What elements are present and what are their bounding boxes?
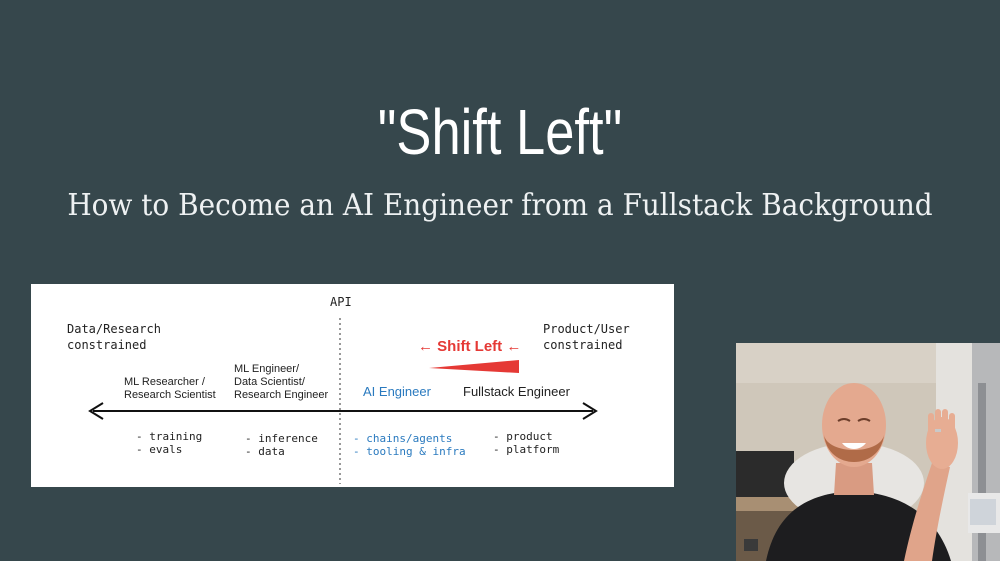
right-header-line2: constrained xyxy=(543,338,622,353)
shift-left-wedge-icon xyxy=(429,360,519,373)
slide-subtitle: How to Become an AI Engineer from a Full… xyxy=(35,186,965,226)
note-product: - product xyxy=(493,430,553,443)
note-platform: - platform xyxy=(493,443,559,456)
ml-engineer-line3: Research Engineer xyxy=(234,389,328,402)
left-header-line2: constrained xyxy=(67,338,146,353)
presenter-webcam-icon xyxy=(736,343,1000,561)
api-label: API xyxy=(330,295,352,310)
ml-researcher-line2: Research Scientist xyxy=(124,389,216,402)
note-tooling-infra: - tooling & infra xyxy=(353,445,466,458)
ml-engineer-line2: Data Scientist/ xyxy=(234,376,305,389)
presenter-webcam xyxy=(736,343,1000,561)
shift-left-label: ← Shift Left ← xyxy=(418,338,521,355)
note-training: - training xyxy=(136,430,202,443)
ml-researcher-line1: ML Researcher / xyxy=(124,376,205,389)
note-chains-agents: - chains/agents xyxy=(353,432,452,445)
right-header-line1: Product/User xyxy=(543,322,630,337)
left-header-line1: Data/Research xyxy=(67,322,161,337)
shift-left-diagram: API Data/Research constrained Product/Us… xyxy=(31,284,674,487)
slide-title: "Shift Left" xyxy=(90,92,910,172)
note-evals: - evals xyxy=(136,443,182,456)
note-data: - data xyxy=(245,445,285,458)
note-inference: - inference xyxy=(245,432,318,445)
ml-engineer-line1: ML Engineer/ xyxy=(234,363,299,376)
ai-engineer-label: AI Engineer xyxy=(363,384,431,399)
fullstack-engineer-label: Fullstack Engineer xyxy=(463,384,570,399)
